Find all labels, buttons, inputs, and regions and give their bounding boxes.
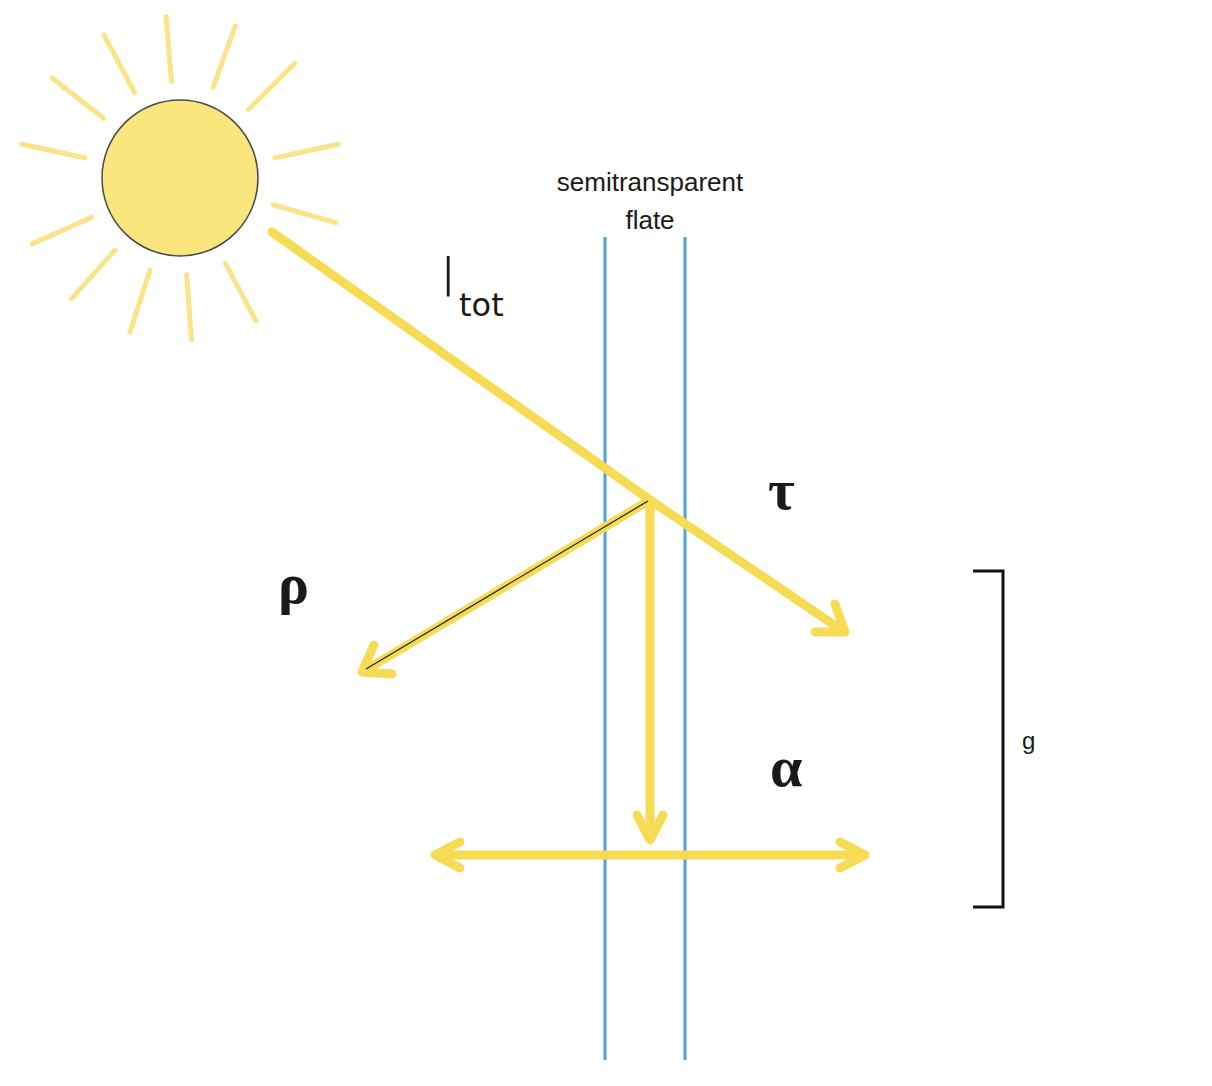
arrow-head (435, 842, 460, 868)
reflectance-symbol: ρ (278, 552, 309, 616)
intensity-subscript: tot (459, 288, 504, 323)
sun-ray (52, 78, 103, 118)
arrow-head (637, 815, 663, 840)
sun-ray (104, 35, 135, 92)
sun-ray (22, 144, 86, 158)
sun-ray (273, 205, 335, 223)
reflected-ray (364, 500, 650, 671)
sun-rays (22, 17, 339, 340)
g-value-label: g (1022, 728, 1035, 754)
reflected-ray-line (366, 501, 648, 669)
sun-disc (102, 100, 258, 256)
incident-ray (272, 232, 650, 500)
sun-ray (226, 264, 257, 321)
g-bracket (973, 571, 1003, 907)
sun-ray (275, 144, 339, 158)
arrow-head (840, 842, 865, 868)
sun-ray (249, 63, 295, 109)
arrow-head (362, 645, 392, 674)
absorptance-symbol: α (770, 735, 802, 799)
sun-ray (130, 270, 150, 332)
transmitted-ray (650, 500, 843, 631)
sun-ray (32, 217, 91, 243)
intensity-symbol: I (440, 246, 457, 308)
transmittance-symbol: τ (768, 458, 795, 522)
absorbed-ray (646, 500, 655, 838)
sun-ray (187, 275, 192, 340)
sun-ray (72, 250, 115, 298)
sun-ray (213, 26, 235, 87)
plate-surface (684, 237, 687, 1060)
plate-label: semitransparent flate (535, 163, 765, 239)
reemitted-ray (437, 851, 863, 860)
plate-surface (604, 237, 607, 1060)
arrow-head (815, 604, 845, 632)
sun-ray (166, 17, 172, 82)
